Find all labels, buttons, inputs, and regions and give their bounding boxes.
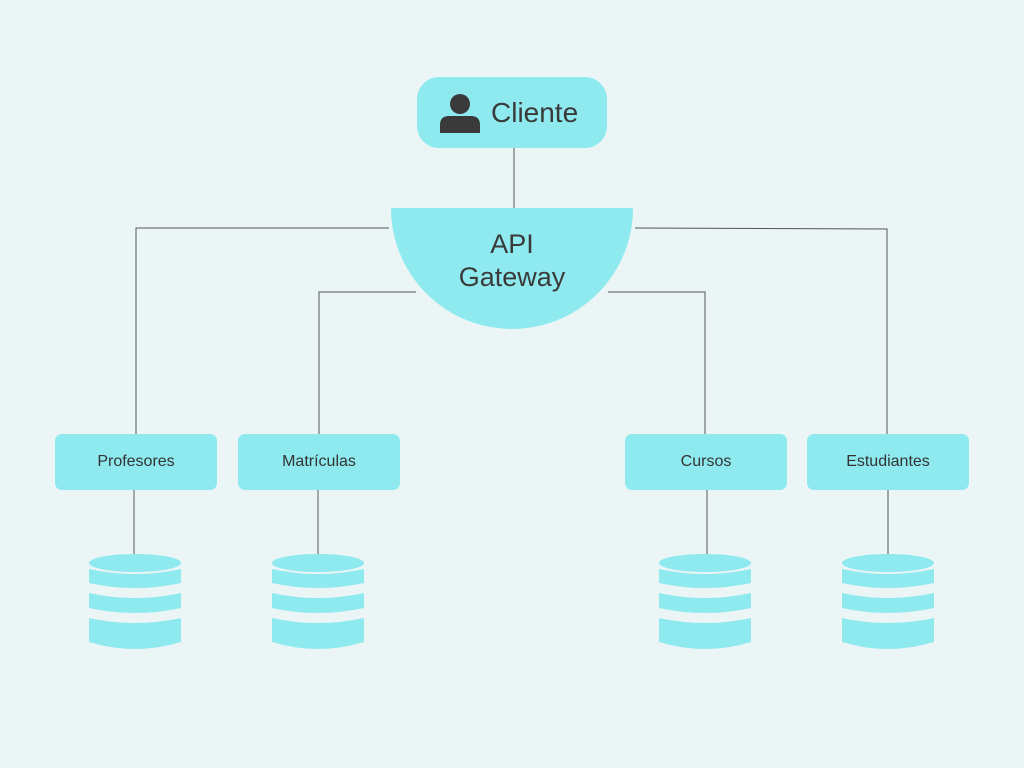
service-node-estudiantes: Estudiantes: [807, 434, 969, 490]
database-icon: [659, 554, 751, 649]
api-gateway-label-line1: API: [490, 229, 534, 259]
connector-gateway-matriculas: [318, 291, 416, 434]
api-gateway-label: API Gateway: [412, 228, 612, 294]
database-icon: [89, 554, 181, 649]
api-gateway-label-line2: Gateway: [458, 262, 566, 292]
client-node: Cliente: [417, 77, 607, 148]
api-gateway-shape: [391, 208, 633, 329]
service-node-matriculas: Matrículas: [238, 434, 400, 490]
service-node-cursos: Cursos: [625, 434, 787, 490]
connector-gateway-profesores: [135, 227, 389, 434]
client-label: Cliente: [491, 97, 579, 128]
connector-gateway-cursos: [608, 291, 706, 434]
database-icon: [842, 554, 934, 649]
connector-gateway-estudiantes: [634, 227, 888, 434]
database-icon: [272, 554, 364, 649]
service-node-profesores: Profesores: [55, 434, 217, 490]
user-icon: [440, 94, 480, 133]
